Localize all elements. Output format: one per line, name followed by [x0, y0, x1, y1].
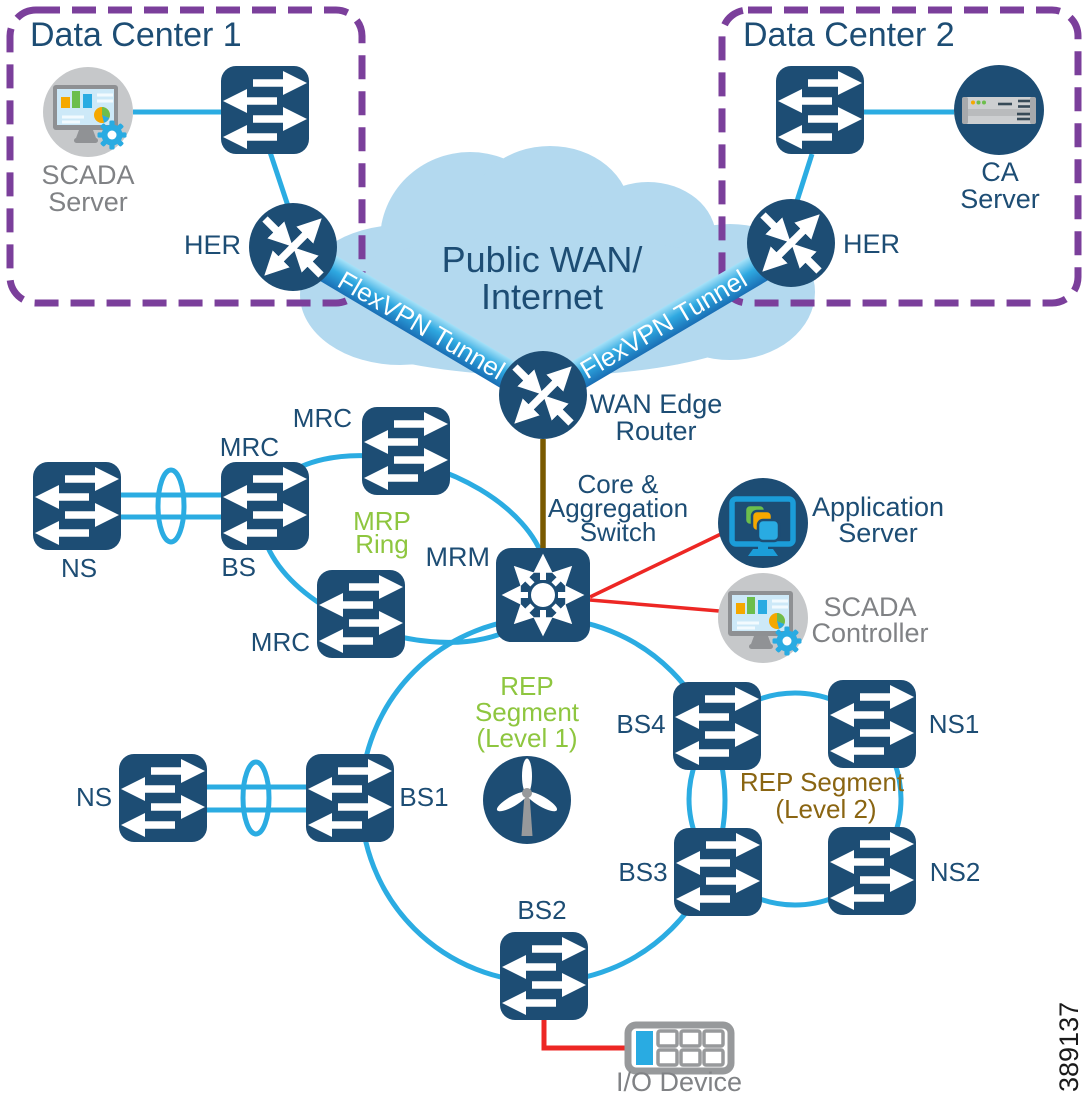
application-server-label-1: Application: [812, 492, 944, 522]
data-center-1-boundary: [6, 6, 366, 307]
wan-edge-router-label-2: Router: [615, 416, 696, 446]
ns2-switch-icon: [828, 827, 916, 915]
io-device-label: I/O Device: [616, 1067, 742, 1097]
application-server-icon: [718, 478, 808, 568]
cloud-label-1: Public WAN/: [442, 239, 643, 280]
dc1-her-label: HER: [184, 230, 241, 260]
ns-mrp-switch-icon: [33, 462, 121, 550]
mrc-bottom-switch-icon: [317, 570, 405, 658]
scada-controller-label-2: Controller: [811, 618, 928, 648]
mrp-ring-label-2: Ring: [355, 529, 408, 559]
ns2-label: NS2: [930, 857, 981, 887]
core-switch-label-3: Switch: [580, 517, 657, 547]
link-dc2-switch-her: [794, 153, 815, 202]
scada-controller-label-1: SCADA: [823, 592, 916, 622]
rep1-label-2: Segment: [475, 697, 580, 727]
core-switch-label-2: Aggregation: [548, 493, 688, 523]
wind-turbine-icon: [483, 756, 571, 844]
scada-server-icon: [41, 65, 135, 159]
link-core-scada-controller: [589, 598, 720, 613]
wan-edge-router-icon: [499, 351, 587, 439]
link-dc1-switch-her: [267, 151, 291, 207]
rep1-label-1: REP: [500, 671, 553, 701]
core-aggregation-switch-icon: [496, 548, 590, 642]
application-server-label-2: Server: [838, 518, 918, 548]
scada-server-label-2: Server: [48, 187, 128, 217]
dc2-her-label: HER: [843, 229, 900, 259]
bs3-switch-icon: [674, 828, 762, 916]
scada-server-label-1: SCADA: [41, 160, 134, 190]
dc2-title: Data Center 2: [743, 16, 955, 54]
mrc-bottom-label: MRC: [251, 627, 310, 657]
link-bs2-io-device: [541, 1018, 630, 1051]
mrm-label: MRM: [426, 542, 490, 572]
ns-mrp-label: NS: [61, 553, 97, 583]
bs2-switch-icon: [500, 932, 588, 1020]
ca-server-label-2: Server: [960, 184, 1040, 214]
ca-server-label-1: CA: [981, 157, 1019, 187]
ca-server-icon: [952, 63, 1046, 157]
scada-controller-icon: [716, 571, 810, 665]
mrc-top-label: MRC: [293, 403, 352, 433]
bs2-label: BS2: [517, 895, 566, 925]
flexvpn-tunnel-left: [291, 238, 553, 410]
flexvpn-tunnel-right: [533, 238, 796, 410]
data-center-2-boundary: [718, 6, 1082, 307]
figure-number: 389137: [1054, 1002, 1084, 1092]
rep2-label-1: REP Segment: [740, 767, 905, 797]
dc1-her-router-icon: [249, 203, 337, 291]
bs-label: BS: [221, 552, 256, 582]
mrp-ring-label-1: MRP: [353, 506, 411, 536]
link-core-application-server: [589, 532, 722, 599]
mrc-mid-label: MRC: [220, 432, 279, 462]
bs1-switch-icon: [306, 754, 394, 842]
ns1-label: NS1: [929, 709, 980, 739]
bs4-label: BS4: [616, 709, 665, 739]
ns-rep1-switch-icon: [119, 754, 207, 842]
links: [121, 109, 954, 1051]
bs4-switch-icon: [673, 682, 761, 770]
wan-edge-router-label-1: WAN Edge: [590, 389, 723, 419]
etherchannel-ellipse-mrp: [155, 467, 187, 545]
ns1-switch-icon: [828, 680, 916, 768]
dc1-switch-icon: [221, 66, 309, 154]
rep2-label-2: (Level 2): [775, 794, 876, 824]
bs1-label: BS1: [399, 782, 448, 812]
rep-segment-level2-ring: [686, 690, 904, 908]
etherchannel-ellipse-rep1: [240, 759, 272, 837]
dc2-switch-icon: [776, 66, 864, 154]
mrc-top-switch-icon: [362, 407, 450, 495]
dc1-title: Data Center 1: [30, 16, 242, 54]
mrc-bs-switch-icon: [221, 462, 309, 550]
core-switch-label-1: Core &: [578, 469, 659, 499]
ns-rep1-label: NS: [76, 782, 112, 812]
io-device-icon: [624, 1021, 735, 1075]
cloud-label-2: Internet: [481, 276, 603, 317]
dc2-her-router-icon: [747, 199, 835, 287]
bs3-label: BS3: [618, 857, 667, 887]
rep1-label-3: (Level 1): [476, 723, 577, 753]
